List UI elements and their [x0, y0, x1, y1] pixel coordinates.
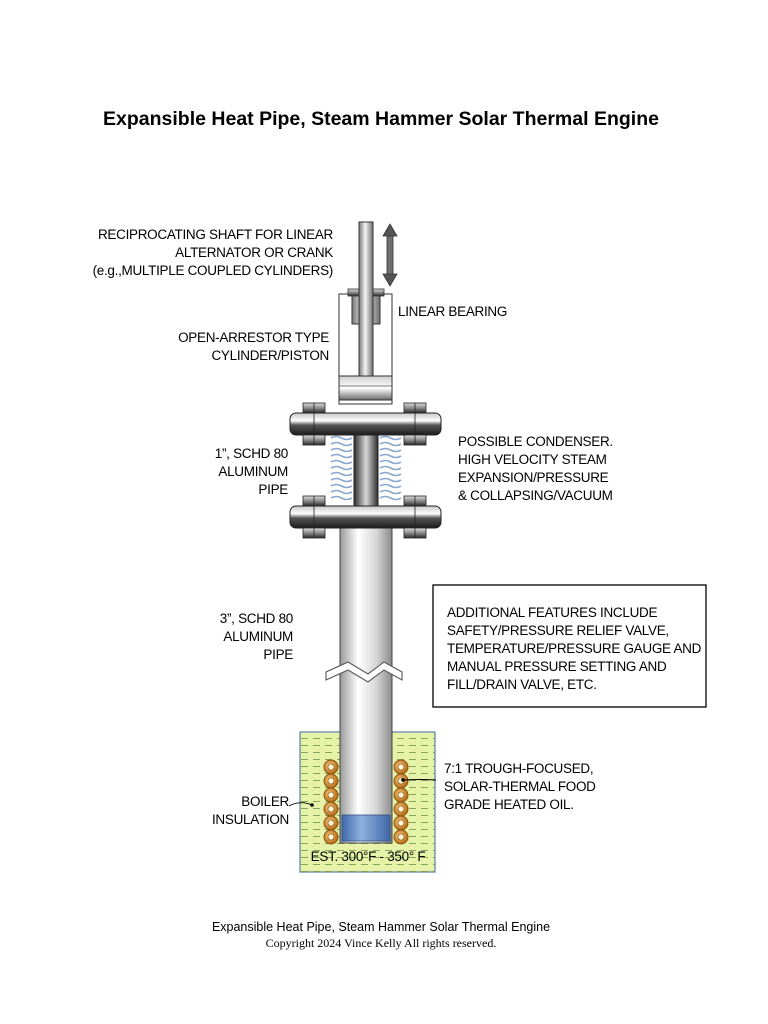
coil-turn-core [397, 763, 405, 771]
spring-coil [379, 483, 402, 489]
spring-coil [379, 495, 402, 501]
coil-turn-core [397, 833, 405, 841]
cylinder-label: OPEN-ARRESTOR TYPE CYLINDER/PISTON [178, 330, 329, 363]
pipe-break-symbol [325, 661, 403, 683]
spring-coil [330, 477, 353, 483]
footer-copyright: Copyright 2024 Vince Kelly All rights re… [265, 936, 497, 950]
spring-coil [330, 495, 353, 501]
shaft-label: RECIPROCATING SHAFT FOR LINEAR ALTERNATOR… [93, 227, 334, 278]
large-aluminum-pipe [325, 527, 403, 844]
spring-coil [330, 447, 353, 453]
spring-coil [330, 483, 353, 489]
coil-turn-core [327, 791, 335, 799]
features-label-line: SAFETY/PRESSURE RELIEF VALVE, [447, 623, 669, 638]
small-pipe-label-line: ALUMINUM [218, 464, 288, 479]
coil-turn-core [327, 777, 335, 785]
shaft-label-line: (e.g.,MULTIPLE COUPLED CYLINDERS) [93, 263, 333, 278]
coil-turn-core [327, 833, 335, 841]
spring-coil [379, 435, 402, 441]
condenser-label-line: EXPANSION/PRESSURE [458, 470, 609, 485]
small-pipe-label-line: 1”, SCHD 80 [215, 446, 288, 461]
cylinder-label-line: OPEN-ARRESTOR TYPE [178, 330, 329, 345]
bearing-label-line: LINEAR BEARING [398, 304, 507, 319]
spring-coil [330, 441, 353, 447]
bearing-label: LINEAR BEARING [398, 304, 507, 319]
shaft-label-line: ALTERNATOR OR CRANK [175, 245, 333, 260]
large-pipe-label-line: PIPE [263, 647, 293, 662]
spring-coil [330, 459, 353, 465]
large-pipe-label-line: ALUMINUM [223, 629, 293, 644]
features-label: ADDITIONAL FEATURES INCLUDE SAFETY/PRESSU… [447, 605, 702, 692]
up-down-arrow-icon [382, 223, 398, 287]
piston [338, 375, 393, 401]
features-label-line: MANUAL PRESSURE SETTING AND [447, 659, 667, 674]
large-pipe-label: 3”, SCHD 80 ALUMINUM PIPE [220, 611, 294, 662]
oil-label: 7:1 TROUGH-FOCUSED, SOLAR-THERMAL FOOD GRA… [444, 761, 596, 812]
condenser-section [330, 431, 402, 509]
condenser-label-line: HIGH VELOCITY STEAM [458, 452, 607, 467]
spring-coil [379, 465, 402, 471]
spring-coil [379, 459, 402, 465]
coil-turn-core [397, 805, 405, 813]
oil-leader-line [402, 779, 437, 781]
features-label-line: FILL/DRAIN VALVE, ETC. [447, 677, 597, 692]
condenser-label: POSSIBLE CONDENSER. HIGH VELOCITY STEAM EX… [458, 434, 613, 503]
boiler-insulation-label-line: INSULATION [212, 812, 289, 827]
spring-coil [330, 471, 353, 477]
boiler-insulation-label: BOILER INSULATION [212, 794, 290, 827]
small-pipe-label: 1”, SCHD 80 ALUMINUM PIPE [215, 446, 289, 497]
spring-coil [330, 435, 353, 441]
coil-turn-core [327, 819, 335, 827]
small-pipe-label-line: PIPE [258, 482, 288, 497]
insulation-leader-line [288, 802, 313, 807]
cylinder-label-line: CYLINDER/PISTON [211, 348, 329, 363]
condenser-label-line: POSSIBLE CONDENSER. [458, 434, 613, 449]
spring-coil [330, 453, 353, 459]
temperature-label: EST. 300°F - 350° F [311, 849, 426, 864]
spring-coil [379, 441, 402, 447]
spring-coil [379, 447, 402, 453]
footer-title: Expansible Heat Pipe, Steam Hammer Solar… [211, 920, 551, 934]
heating-coils [323, 759, 409, 845]
oil-label-line: SOLAR-THERMAL FOOD [444, 779, 596, 794]
condenser-label-line: & COLLAPSING/VACUUM [458, 488, 613, 503]
spring-coil [379, 477, 402, 483]
spring-coil [379, 453, 402, 459]
features-label-line: TEMPERATURE/PRESSURE GAUGE AND [447, 641, 702, 656]
spring-coil [330, 489, 353, 495]
coil-turn-core [327, 805, 335, 813]
coil-turn-core [327, 763, 335, 771]
spring-coil [379, 471, 402, 477]
spring-coil [379, 489, 402, 495]
oil-label-line: GRADE HEATED OIL. [444, 797, 574, 812]
lower-flange [289, 495, 442, 539]
reciprocating-shaft [358, 221, 374, 377]
upper-flange [289, 402, 442, 446]
features-label-line: ADDITIONAL FEATURES INCLUDE [447, 605, 657, 620]
small-aluminum-pipe [353, 431, 379, 509]
coil-turn-core [397, 791, 405, 799]
boiler-insulation-label-line: BOILER [241, 794, 289, 809]
oil-label-line: 7:1 TROUGH-FOCUSED, [444, 761, 593, 776]
water-reservoir [341, 814, 391, 842]
features-callout-box [432, 584, 707, 708]
condenser-springs [330, 435, 402, 501]
shaft-label-line: RECIPROCATING SHAFT FOR LINEAR [98, 227, 334, 242]
page-title: Expansible Heat Pipe, Steam Hammer Solar… [103, 108, 659, 130]
spring-coil [330, 465, 353, 471]
coil-turn-core [397, 819, 405, 827]
large-pipe-label-line: 3”, SCHD 80 [220, 611, 293, 626]
